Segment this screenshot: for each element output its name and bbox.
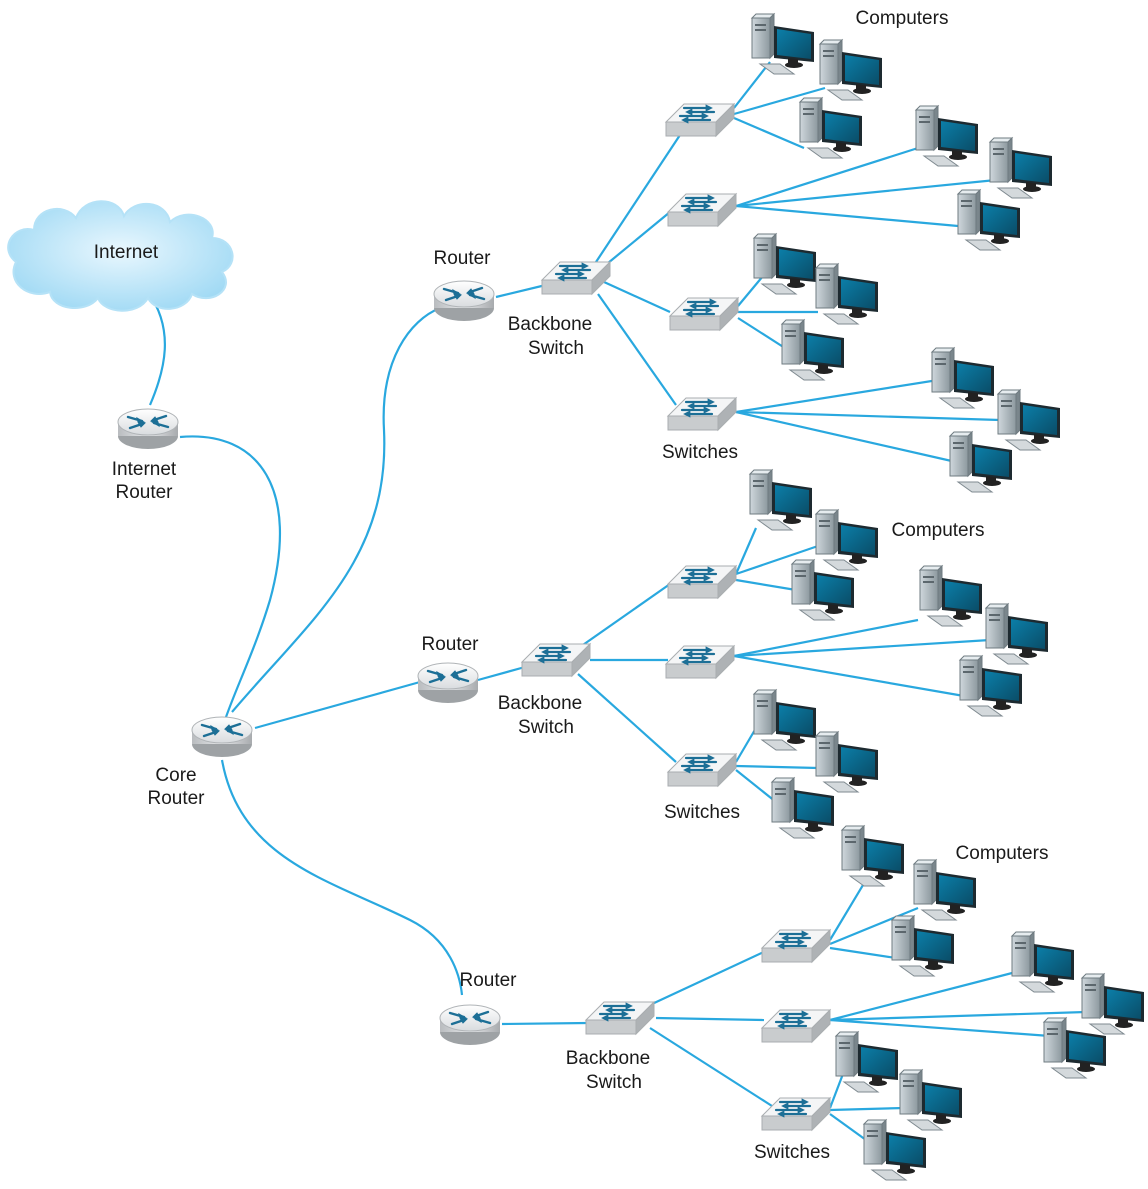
computer-icon: [1081, 973, 1145, 1035]
backbone-switch-label: Switch: [586, 1072, 642, 1093]
backbone-switch-label: Backbone: [508, 314, 593, 335]
computer-icon: [751, 13, 815, 75]
switch-icon: [664, 644, 736, 680]
core-router-label: Core: [155, 765, 196, 786]
internet-label: Internet: [94, 242, 159, 263]
switch-icon: [666, 192, 738, 228]
computer-icon: [931, 347, 995, 409]
computer-icon: [815, 731, 879, 793]
computer-icon: [985, 603, 1049, 665]
switch-icon: [760, 1096, 832, 1132]
switch-icon: [668, 296, 740, 332]
switches-label: Switches: [754, 1142, 830, 1163]
computer-icon: [841, 825, 905, 887]
computers-label: Computers: [956, 843, 1049, 864]
computer-icon: [819, 39, 883, 101]
computer-icon: [959, 655, 1023, 717]
computer-icon: [749, 469, 813, 531]
link-core-to-router-1: [231, 306, 441, 713]
computers-label: Computers: [892, 520, 985, 541]
backbone-switch-icon: [584, 1000, 656, 1036]
computer-icon: [1011, 931, 1075, 993]
core-router-icon: [190, 715, 254, 759]
computer-icon: [753, 233, 817, 295]
router-icon: [416, 661, 480, 705]
router-label: Router: [421, 634, 479, 655]
backbone-switch-label: Backbone: [498, 693, 583, 714]
switches-label: Switches: [664, 802, 740, 823]
computer-icon: [891, 915, 955, 977]
computer-icon: [835, 1031, 899, 1093]
computer-icon: [899, 1069, 963, 1131]
switch-icon: [760, 928, 832, 964]
backbone-switch-icon: [540, 260, 612, 296]
switches-label: Switches: [662, 442, 738, 463]
backbone-switch-label: Switch: [518, 717, 574, 738]
backbone-switch-label: Switch: [528, 338, 584, 359]
router-label: Router: [459, 970, 517, 991]
switch-icon: [666, 752, 738, 788]
computers-label: Computers: [856, 8, 949, 29]
computer-icon: [815, 509, 879, 571]
switch-icon: [666, 396, 738, 432]
computer-icon: [753, 689, 817, 751]
computer-icon: [781, 319, 845, 381]
computer-icon: [989, 137, 1053, 199]
computer-icon: [957, 189, 1021, 251]
link-core-to-router-2: [254, 680, 421, 730]
internet-router-label: Router: [115, 482, 173, 503]
backbone-switch-icon: [520, 642, 592, 678]
computer-icon: [915, 105, 979, 167]
core-router-label: Router: [147, 788, 205, 809]
switch-icon: [760, 1008, 832, 1044]
computers: [749, 13, 1145, 1181]
link-core-to-router-3: [220, 759, 464, 996]
link-internet-router-to-core: [179, 435, 282, 721]
computer-icon: [799, 97, 863, 159]
computer-icon: [913, 859, 977, 921]
router-icon: [432, 279, 496, 323]
router-icon: [438, 1003, 502, 1047]
computer-icon: [863, 1119, 927, 1181]
computer-icon: [949, 431, 1013, 493]
internet-router-label: Internet: [112, 459, 177, 480]
computer-icon: [997, 389, 1061, 451]
switch-icon: [664, 102, 736, 138]
computer-icon: [815, 263, 879, 325]
computer-icon: [919, 565, 983, 627]
links: [147, 61, 1087, 1141]
switch-icon: [666, 564, 738, 600]
computer-icon: [771, 777, 835, 839]
router-label: Router: [433, 248, 491, 269]
internet-router-icon: [116, 407, 180, 451]
backbone-switch-label: Backbone: [566, 1048, 651, 1069]
